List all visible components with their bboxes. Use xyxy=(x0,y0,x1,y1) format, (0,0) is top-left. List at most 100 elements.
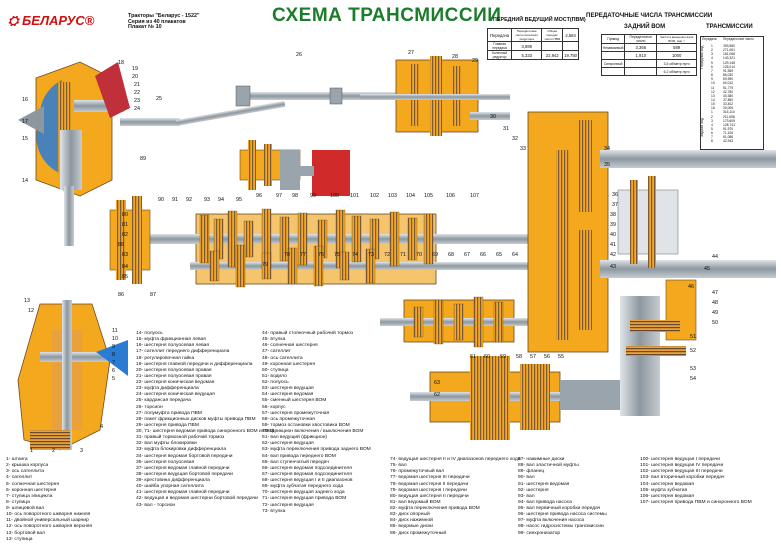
legend-item: 103- вал вторичный коробки передач xyxy=(640,475,725,481)
table-head: Передача xyxy=(702,37,717,41)
callout-number: 77 xyxy=(300,252,306,258)
callout-number: 83 xyxy=(122,252,128,258)
gear-ratio-table: Передача Передаточное число Передний ход… xyxy=(700,36,764,150)
series-line: Тракторы "Беларус - 1522" xyxy=(128,13,200,19)
gear-ratio-value: 128,741 xyxy=(723,122,735,127)
legend-item: 51- водило xyxy=(262,373,287,379)
legend-item: 19- шестерня главной передачи и дифферен… xyxy=(136,361,253,367)
callout-number: 68 xyxy=(448,252,454,258)
gear-ratio-value: 42,943 xyxy=(723,139,734,144)
legend-item: 48- ось сателлита xyxy=(262,355,303,361)
callout-number: 8 xyxy=(112,352,115,358)
callout-number: 63 xyxy=(434,380,440,386)
callout-number: 49 xyxy=(712,310,718,316)
callout-number: 104 xyxy=(406,193,415,199)
gear xyxy=(423,213,434,265)
legend-item: 13- бортовой вал xyxy=(6,530,45,536)
callout-number: 19 xyxy=(132,66,138,72)
legend-item: 43- вал - торсион xyxy=(136,502,176,508)
legend-item: 97- муфта включения насоса xyxy=(518,518,585,524)
legend-item: 47- сателлит xyxy=(262,349,291,355)
legend-item: 86- диск промежуточный xyxy=(390,530,447,536)
callout-number: 30 xyxy=(490,114,496,120)
callout-number: 99 xyxy=(310,193,316,199)
legend-item: 45- втулка xyxy=(262,337,286,343)
pump-drive xyxy=(239,140,350,196)
gear-number: 15 xyxy=(711,102,715,107)
legend-item: 74- ведущая шестерня II и IV диапазонов … xyxy=(390,457,521,462)
legend-item: 30, 71- шестерня ведомая привода синхрон… xyxy=(136,429,274,434)
callout-number: 64 xyxy=(512,252,518,258)
legend-item: 3- ось сателлита xyxy=(6,469,44,475)
gear-stack xyxy=(199,208,434,288)
legend-item: 14- полуось xyxy=(136,331,163,336)
gear xyxy=(493,301,504,343)
gear-number: 1 xyxy=(711,44,713,48)
gear xyxy=(297,212,308,266)
legend-item: 15- муфта фрикционная левая xyxy=(136,337,206,343)
legend-item: 92- шестерня xyxy=(518,487,549,493)
legend-item: 90- вал xyxy=(518,475,535,481)
gear xyxy=(313,245,324,287)
gear-ratio-value: 61,086 xyxy=(723,135,734,140)
legend-item: 39- крестовина дифференциала xyxy=(136,478,210,483)
legend-item: 95- вал первичный коробки передач xyxy=(518,506,601,511)
legend-item: 88- вал эластичной муфты xyxy=(518,463,579,469)
callout-number: 1 xyxy=(30,448,33,454)
gear xyxy=(199,214,210,264)
gear-number: 8 xyxy=(711,73,713,78)
legend-item: 99- синхронизатор xyxy=(518,530,561,536)
legend-item: 104- шестерня ведомая xyxy=(640,481,695,487)
callout-number: 86 xyxy=(118,292,124,298)
callout-number: 32 xyxy=(512,136,518,142)
legend-item: 7- ступица эпицикла xyxy=(6,493,53,499)
callout-number: 57 xyxy=(530,354,536,360)
table-cell xyxy=(600,67,626,76)
gear-number: 16 xyxy=(711,106,715,111)
pto-table-subtitle: ЗАДНИЙ ВОМ xyxy=(624,24,666,30)
rear-pto xyxy=(410,356,620,440)
gear xyxy=(339,251,350,281)
legend-item: 42- ведущая и ведомая шестерни бортовой … xyxy=(136,496,258,502)
callout-number: 101 xyxy=(350,193,359,199)
legend-item: 60- фрикцион включения / выключения ВОМ xyxy=(262,429,364,434)
legend-item: 79- ведомая шестерня I передачи xyxy=(390,487,467,493)
callout-number: 28 xyxy=(452,54,458,60)
gear xyxy=(235,244,246,288)
callout-number: 60 xyxy=(484,354,490,360)
callout-number: 2 xyxy=(52,448,55,454)
callout-number: 95 xyxy=(236,197,242,203)
gear-number: 13 xyxy=(711,93,715,98)
gear xyxy=(287,247,298,285)
callout-number: 79 xyxy=(262,262,268,268)
callout-number: 22 xyxy=(134,90,140,96)
callout-number: 34 xyxy=(604,146,610,152)
legend-item: 54- шестерня ведомая xyxy=(262,392,314,398)
gear-ratio-value: 86,030 xyxy=(723,73,734,78)
gear-number: 6 xyxy=(711,131,713,136)
callout-number: 23 xyxy=(134,98,140,104)
gear-number: 1 xyxy=(711,110,713,115)
gear-ratio-value: 51,779 xyxy=(723,85,734,90)
callout-number: 4 xyxy=(100,424,103,430)
legend-item: 91- шестерня ведомая xyxy=(518,481,570,487)
gear-ratio-value: 173,609 xyxy=(723,118,735,123)
legend-item: 49- коронная шестерня xyxy=(262,361,315,367)
gear xyxy=(243,220,254,258)
legend-item: 2- крышка корпуса xyxy=(6,463,49,469)
legend-item: 101- шестерня ведущая IV передачи xyxy=(640,463,724,469)
callout-number: 92 xyxy=(186,197,192,203)
gear-ratio-value: 125,014 xyxy=(723,64,735,69)
legend-item: 29- шестерня привода ПВМ xyxy=(136,422,199,428)
series-line: Плакат № 10 xyxy=(128,24,162,31)
callout-number: 3 xyxy=(80,448,83,454)
gear-number: 4 xyxy=(711,56,713,61)
brand-logo: ⛭ БЕЛАРУС® xyxy=(8,13,95,28)
callout-number: 61 xyxy=(470,354,476,360)
gear-ratio-value: 143,321 xyxy=(723,56,735,61)
tractor-icon: ⛭ xyxy=(8,13,19,28)
legend-item: 34- шестерня ведомая бортовой передачи xyxy=(136,453,233,459)
callout-number: 106 xyxy=(446,193,455,199)
